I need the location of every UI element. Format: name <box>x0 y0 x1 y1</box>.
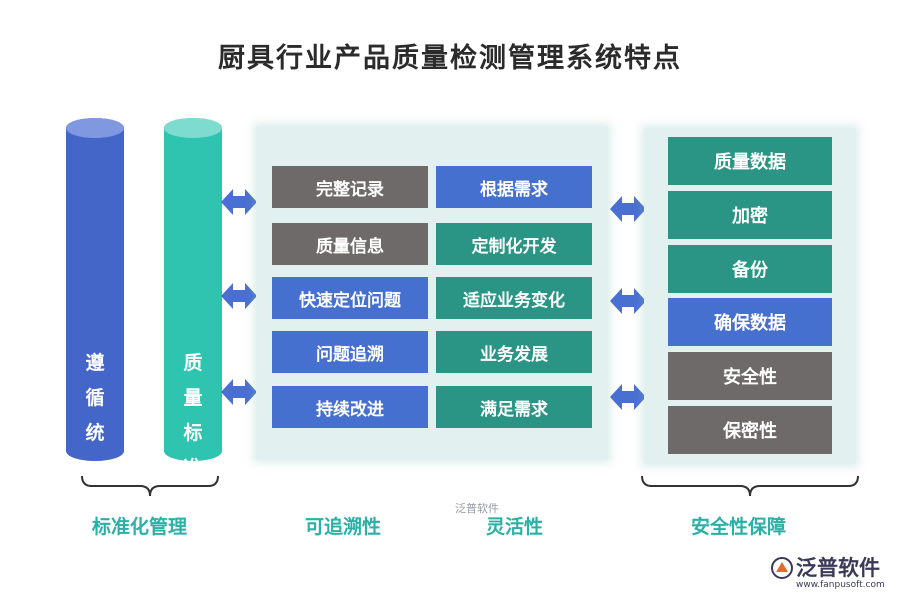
double-arrow-icon <box>221 283 257 309</box>
cylinder-char: 质 <box>183 352 203 374</box>
middle-item: 业务发展 <box>436 331 592 373</box>
cylinder-char: 量 <box>183 387 203 409</box>
middle-item: 适应业务变化 <box>436 277 592 319</box>
cylinder-char: 一 <box>85 457 105 479</box>
right-item: 安全性 <box>668 352 832 400</box>
middle-item: 质量信息 <box>272 223 428 265</box>
watermark: 泛普软件 <box>455 502 499 515</box>
cylinder-char: 遵 <box>85 352 105 374</box>
bracket-left <box>81 475 219 497</box>
middle-item: 定制化开发 <box>436 223 592 265</box>
middle-item: 满足需求 <box>436 386 592 428</box>
right-item: 备份 <box>668 245 832 293</box>
label-traceability: 可追溯性 <box>305 516 382 538</box>
right-item: 确保数据 <box>668 298 832 346</box>
logo-icon <box>771 557 793 579</box>
middle-item: 根据需求 <box>436 166 592 208</box>
cylinder-char: 准 <box>183 457 203 479</box>
right-item: 质量数据 <box>668 137 832 185</box>
cylinder-char: 统 <box>85 422 105 444</box>
middle-item: 持续改进 <box>272 386 428 428</box>
double-arrow-icon <box>610 288 646 314</box>
logo-url: www.fanpusoft.com <box>796 580 885 590</box>
label-security-assurance: 安全性保障 <box>691 516 787 538</box>
double-arrow-icon <box>221 379 257 405</box>
logo-name: 泛普软件 <box>796 556 880 580</box>
right-item: 加密 <box>668 191 832 239</box>
page-title: 厨具行业产品质量检测管理系统特点 <box>218 43 682 74</box>
double-arrow-icon <box>610 384 646 410</box>
label-flexibility: 灵活性 <box>486 516 544 538</box>
double-arrow-icon <box>221 189 257 215</box>
cylinder-quality-standard: 质 量 标 准 <box>164 118 222 479</box>
label-standardized-management: 标准化管理 <box>92 516 188 538</box>
right-item: 保密性 <box>668 406 832 454</box>
cylinder-char: 循 <box>85 387 105 409</box>
middle-item: 快速定位问题 <box>272 277 428 319</box>
middle-item: 完整记录 <box>272 166 428 208</box>
brand-logo: 泛普软件 www.fanpusoft.com <box>770 552 895 597</box>
middle-item: 问题追溯 <box>272 331 428 373</box>
bracket-right <box>641 475 859 497</box>
double-arrow-icon <box>610 196 646 222</box>
cylinder-char: 标 <box>183 422 203 444</box>
cylinder-standard-unified: 遵 循 统 一 <box>66 118 124 479</box>
